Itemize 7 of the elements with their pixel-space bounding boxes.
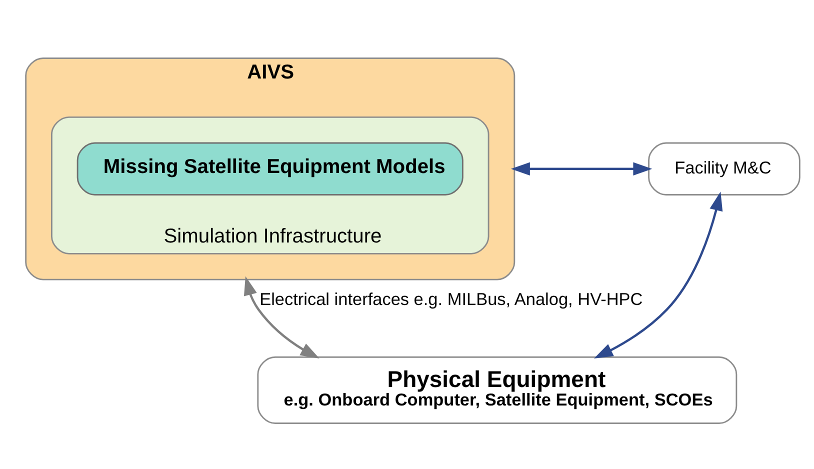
- edge-label: Electrical interfaces e.g. MILBus, Analog, HV-HPC: [260, 288, 643, 308]
- node-box: Facility M&C: [648, 142, 800, 195]
- arrow: [594, 191, 723, 358]
- arrow: [510, 162, 652, 176]
- arrow: [244, 276, 320, 358]
- node-box: Missing Satellite Equipment Models: [76, 142, 464, 195]
- node-box: Physical Equipment e.g. Onboard Computer, Satellite Equipment, SCOEs: [257, 356, 738, 424]
